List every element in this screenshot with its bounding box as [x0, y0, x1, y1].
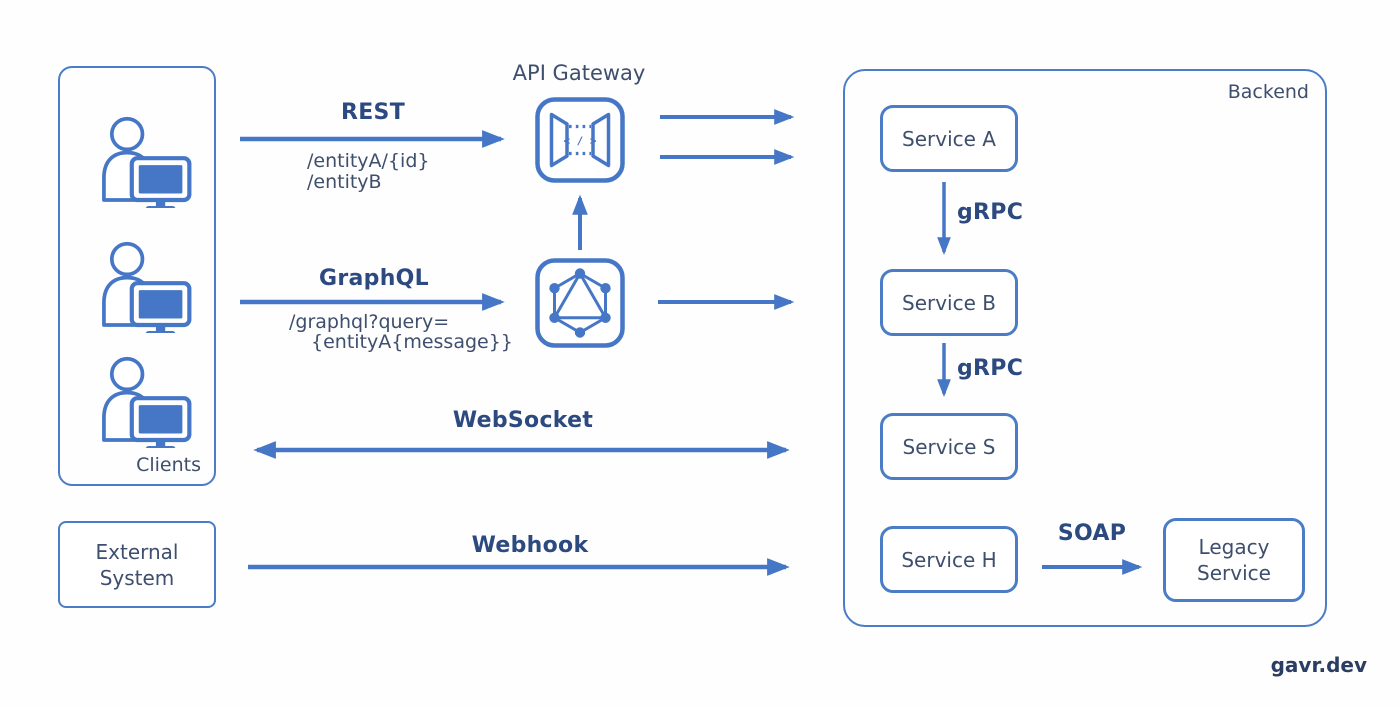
rest-label: REST	[340, 100, 406, 125]
graphql-label: GraphQL	[319, 266, 429, 291]
soap-label: SOAP	[1057, 521, 1127, 546]
clients-box: Clients	[58, 66, 216, 486]
service-s-node: Service S	[880, 413, 1018, 480]
graphql-icon	[535, 258, 625, 348]
grpc-label-1: gRPC	[957, 200, 1024, 225]
backend-label: Backend	[1227, 81, 1309, 103]
service-h-node: Service H	[880, 526, 1018, 593]
user-monitor-icon	[102, 241, 192, 333]
clients-label: Clients	[136, 454, 201, 476]
webhook-label: Webhook	[471, 533, 589, 558]
legacy-service-box: Legacy Service	[1163, 518, 1305, 602]
service-b-label: Service B	[902, 290, 996, 315]
user-monitor-icon	[102, 356, 192, 448]
graphql-path-1: /graphql?query=	[289, 311, 450, 333]
graphql-path-2: {entityA{message}}	[311, 331, 513, 353]
websocket-label: WebSocket	[452, 408, 594, 433]
code-glyph: < / >	[563, 135, 596, 148]
service-a-label: Service A	[902, 126, 996, 151]
service-a-node: Service A	[880, 105, 1018, 172]
external-system-box: External System	[58, 521, 216, 608]
legacy-service-label: Legacy Service	[1197, 535, 1271, 585]
backend-box: Backend	[843, 69, 1327, 627]
user-monitor-icon	[102, 116, 192, 208]
service-h-label: Service H	[901, 547, 997, 572]
rest-path-1: /entityA/{id}	[307, 150, 430, 172]
service-b-node: Service B	[880, 269, 1018, 336]
watermark: gavr.dev	[1270, 653, 1367, 677]
api-gateway-icon: < / >	[535, 97, 625, 183]
rest-path-2: /entityB	[307, 171, 382, 193]
grpc-label-2: gRPC	[957, 356, 1024, 381]
external-system-label: External System	[95, 539, 179, 590]
service-s-label: Service S	[902, 434, 996, 459]
api-gateway-label: API Gateway	[512, 61, 646, 85]
